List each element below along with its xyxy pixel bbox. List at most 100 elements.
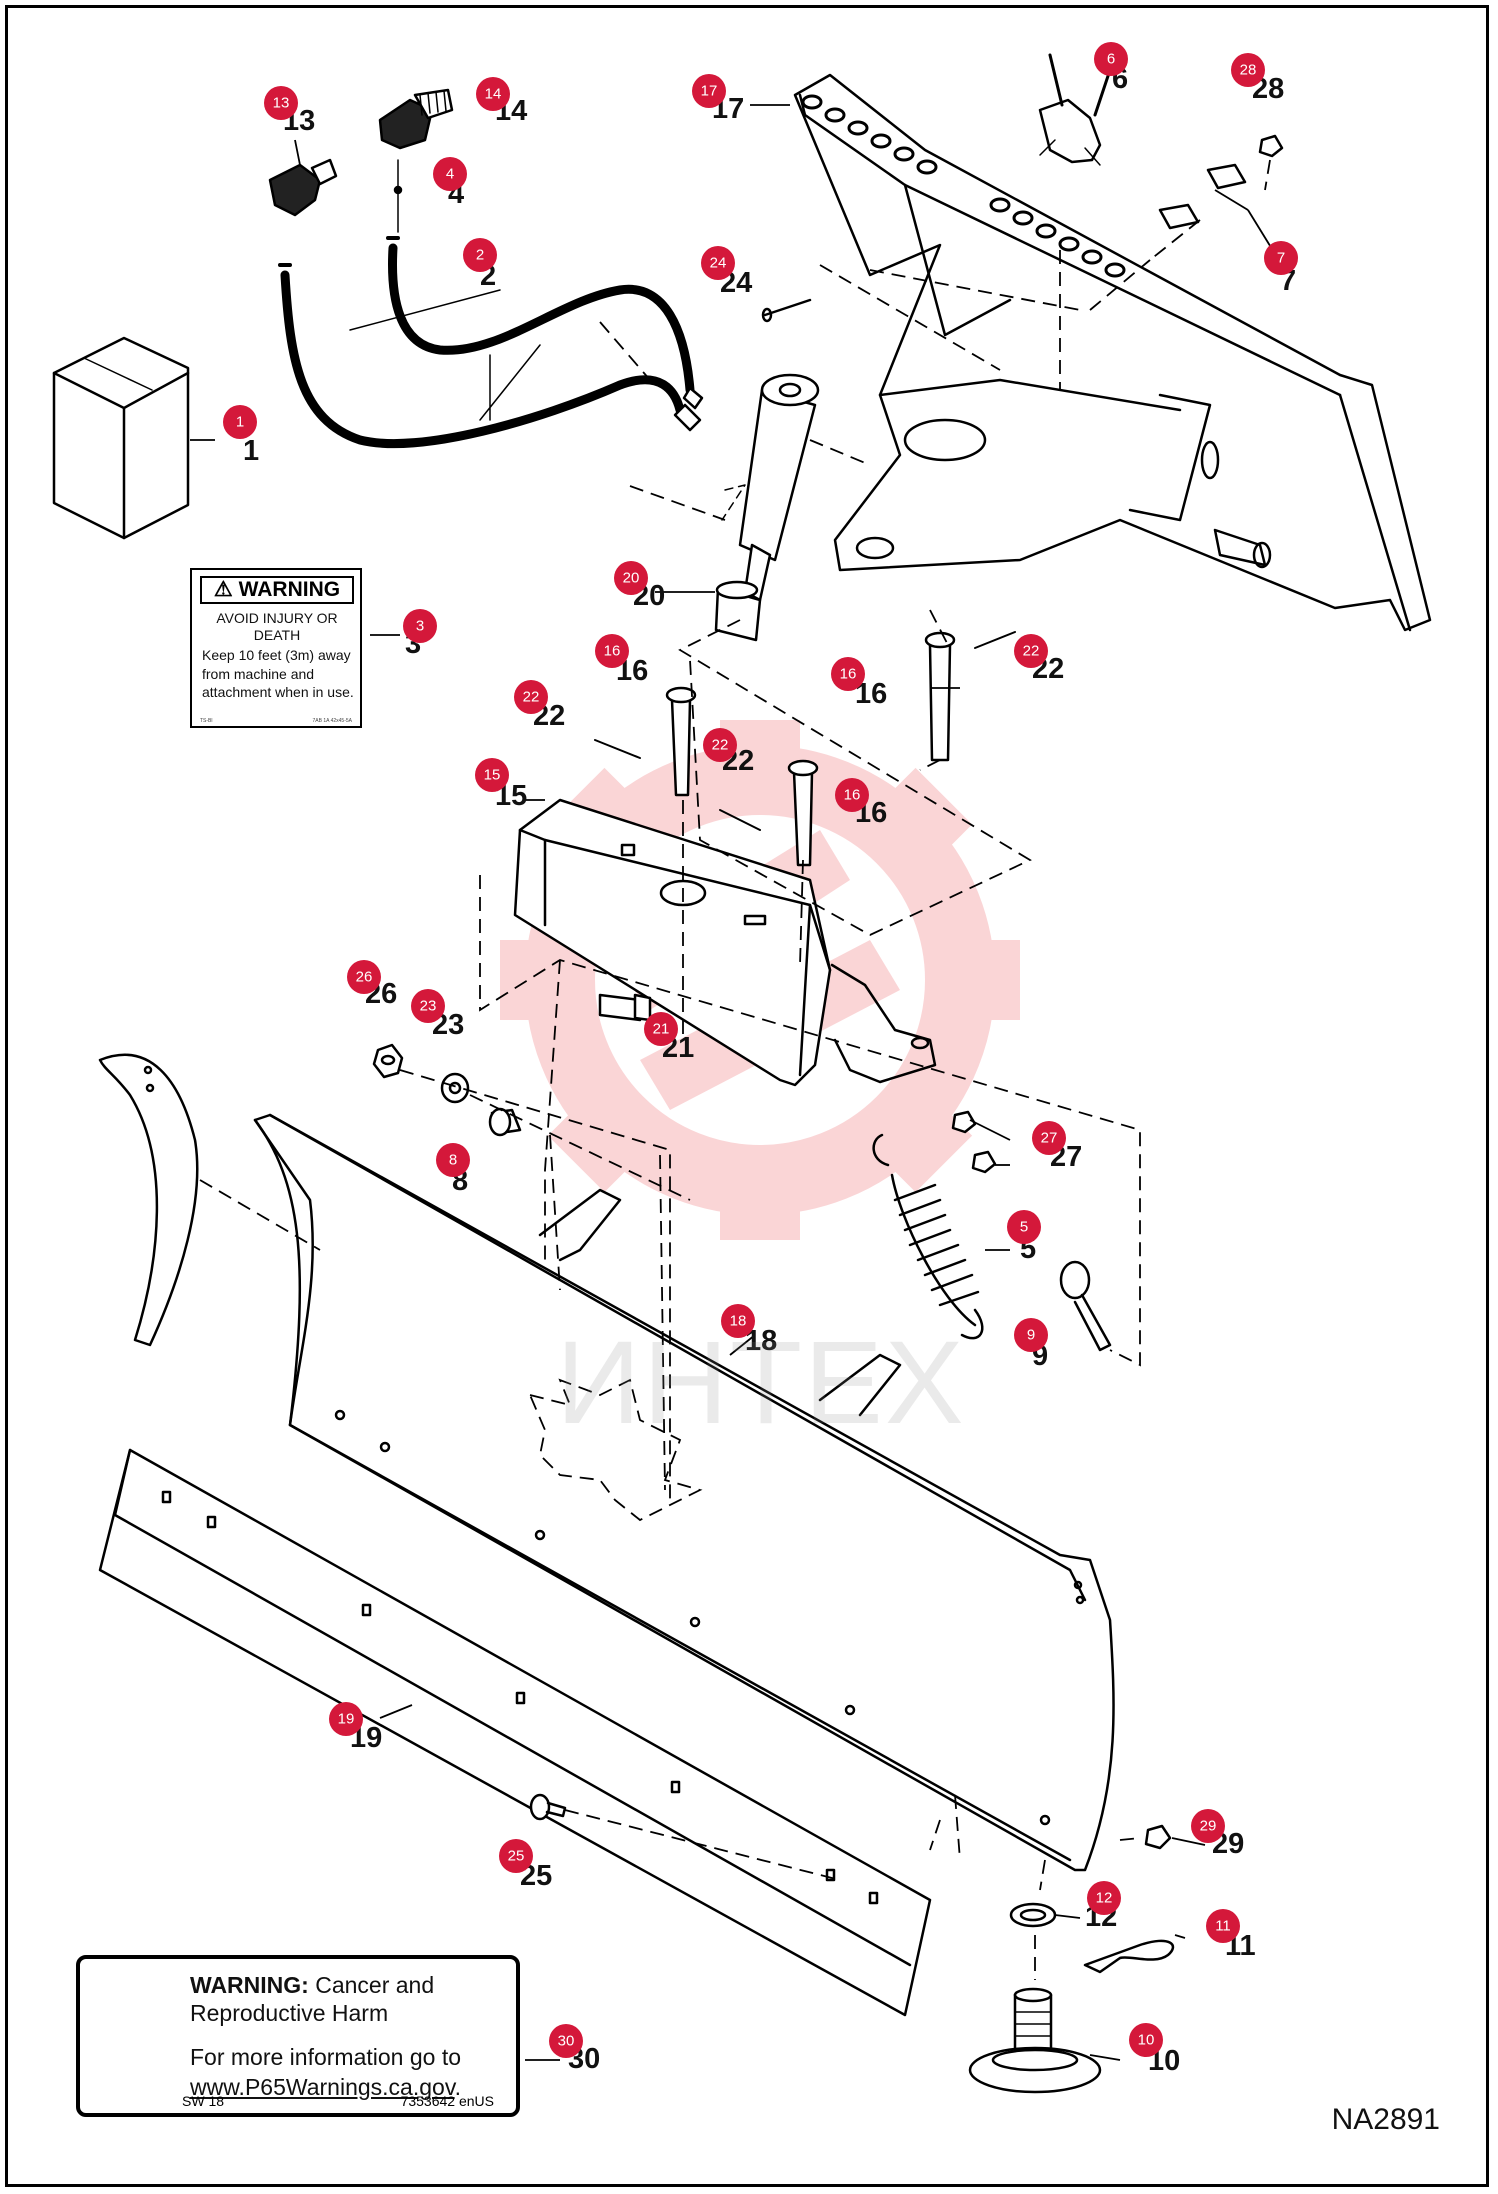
p65-title: WARNING: Cancer and Reproductive Harm	[190, 1972, 435, 2026]
warning-triangle-small-icon: ⚠	[213, 578, 233, 601]
badge-6: 6	[1094, 42, 1128, 76]
p65-info: For more information go to www.P65Warnin…	[190, 2044, 462, 2100]
svg-text:1: 1	[236, 414, 244, 431]
svg-text:30: 30	[558, 2033, 575, 2050]
part-26-nut	[372, 1043, 404, 1079]
badge-8: 8	[436, 1143, 470, 1177]
svg-text:25: 25	[508, 1848, 525, 1865]
badge-11: 11	[1206, 1909, 1240, 1943]
assembly-dashed-lines	[199, 159, 1271, 1980]
svg-text:22: 22	[523, 689, 540, 706]
label-1: 1	[243, 435, 259, 467]
badge-28: 28	[1231, 53, 1265, 87]
badge-21: 21	[644, 1012, 678, 1046]
svg-text:18: 18	[730, 1313, 747, 1330]
svg-text:14: 14	[485, 86, 502, 103]
p65-footer-right: 7353642 enUS	[400, 2093, 494, 2109]
badge-4: 4	[433, 157, 467, 191]
svg-text:10: 10	[1138, 2032, 1155, 2049]
svg-text:4: 4	[446, 166, 454, 183]
badge-27: 27	[1032, 1121, 1066, 1155]
svg-text:22: 22	[712, 737, 729, 754]
badge-18: 18	[721, 1304, 755, 1338]
leader-lines	[190, 104, 1281, 2061]
part-5-spring	[872, 1133, 984, 1340]
part-21-bolt	[598, 993, 652, 1022]
svg-text:15: 15	[484, 767, 501, 784]
part-16-pin-middle	[787, 759, 819, 867]
badge-22c: 22	[1014, 634, 1048, 668]
part-20-cylinder	[714, 373, 820, 642]
part-30-p65-decal: WARNING: Cancer and Reproductive Harm Fo…	[76, 1955, 520, 2117]
diagram-border	[5, 5, 1489, 2187]
warning-decal-code-left: TS-Bl	[200, 718, 213, 724]
badge-3: 3	[403, 609, 437, 643]
badge-23: 23	[411, 989, 445, 1023]
badge-20: 20	[614, 561, 648, 595]
part-23-washer	[440, 1072, 470, 1104]
part-8-bushing	[488, 1107, 522, 1137]
part-4-oring	[393, 159, 403, 233]
badge-22b: 22	[703, 728, 737, 762]
warning-decal-subheader: AVOID INJURY OR DEATH	[216, 610, 338, 643]
badge-16a: 16	[595, 634, 629, 668]
badge-26: 26	[347, 960, 381, 994]
part-16-pin-right	[924, 631, 956, 762]
badge-5: 5	[1007, 1210, 1041, 1244]
svg-text:19: 19	[338, 1711, 355, 1728]
watermark-text: ИНТЕХ	[556, 1317, 966, 1449]
part-1-kit-box	[52, 336, 190, 540]
part-22-cotter-pins	[594, 631, 1016, 831]
part-18-blade	[253, 1113, 1115, 1872]
badge-10: 10	[1129, 2023, 1163, 2057]
badge-16b: 16	[835, 778, 869, 812]
badge-15: 15	[475, 758, 509, 792]
badge-17: 17	[692, 74, 726, 108]
badge-19: 19	[329, 1702, 363, 1736]
part-29-nut	[1144, 1824, 1172, 1850]
badge-25: 25	[499, 1839, 533, 1873]
badge-9: 9	[1014, 1318, 1048, 1352]
svg-text:17: 17	[701, 83, 718, 100]
svg-text:20: 20	[623, 570, 640, 587]
part-24-pin	[761, 298, 812, 323]
part-27-nuts	[951, 1110, 997, 1174]
svg-text:6: 6	[1107, 51, 1115, 68]
part-14-elbow-fitting	[378, 88, 454, 150]
svg-text:16: 16	[844, 787, 861, 804]
part-17-mount-frame	[793, 73, 1432, 632]
part-6-logo-decal	[1038, 53, 1112, 166]
badge-22a: 22	[514, 680, 548, 714]
callout-badges: 1 2 3 4 5 6 7 8 9 10 11 12 13 14 15 16 1…	[223, 42, 1298, 2058]
part-28-nut	[1258, 134, 1284, 158]
svg-text:21: 21	[653, 1021, 670, 1038]
svg-text:27: 27	[1041, 1130, 1058, 1147]
part-25-carriage-bolt	[529, 1793, 567, 1821]
badge-7: 7	[1264, 241, 1298, 275]
svg-text:8: 8	[449, 1152, 457, 1169]
warning-decal-body: Keep 10 feet (3m) away from machine and …	[202, 647, 354, 700]
warning-decal-header: ⚠ WARNING	[200, 576, 354, 604]
part-12-washer	[1009, 1902, 1057, 1928]
p65-footer-left: SW 18	[182, 2093, 225, 2109]
badge-12: 12	[1087, 1881, 1121, 1915]
badge-2: 2	[463, 238, 497, 272]
warning-decal-code-right: 7AB 1A 42x45-5A	[312, 718, 352, 724]
svg-text:23: 23	[420, 998, 437, 1015]
svg-text:16: 16	[604, 643, 621, 660]
badge-24: 24	[701, 246, 735, 280]
svg-text:9: 9	[1027, 1327, 1035, 1344]
diagram-reference-code: NA2891	[1331, 2103, 1440, 2136]
svg-text:3: 3	[416, 618, 424, 635]
part-19-cutting-edge	[98, 1448, 932, 2017]
svg-text:12: 12	[1096, 1890, 1113, 1907]
badge-16c: 16	[831, 657, 865, 691]
badge-13: 13	[264, 86, 298, 120]
part-3-warning-decal: ⚠ WARNING AVOID INJURY OR DEATH Keep 10 …	[190, 568, 362, 728]
svg-text:13: 13	[273, 95, 290, 112]
badge-14: 14	[476, 77, 510, 111]
svg-text:5: 5	[1020, 1219, 1028, 1236]
svg-text:22: 22	[1023, 643, 1040, 660]
